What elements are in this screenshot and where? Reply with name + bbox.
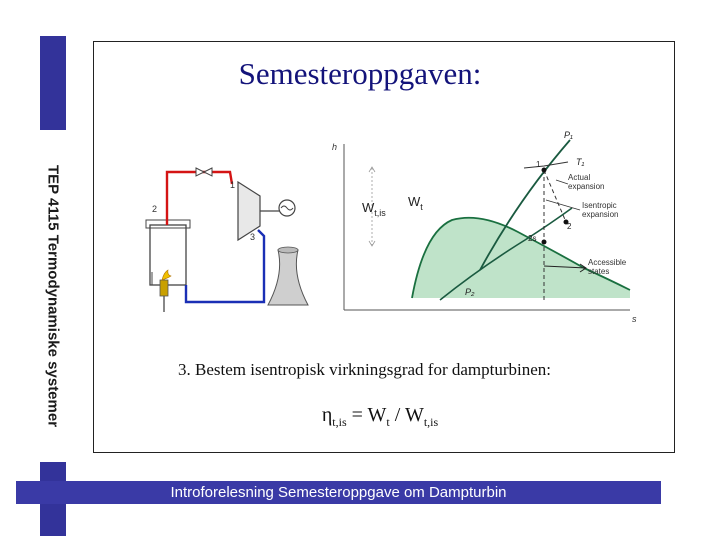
actual-pointer — [555, 179, 569, 185]
actual-expansion-line — [543, 169, 567, 223]
w-tis-arrow-head-up — [368, 166, 376, 173]
work-indicators: Wt,is Wt — [362, 166, 423, 247]
w-tis-arrow-head-down — [368, 240, 376, 247]
state-2s-label: 2s — [528, 234, 536, 243]
accessible-region — [412, 217, 630, 298]
w-tis-label: Wt,is — [362, 200, 386, 218]
axis-x-label: s — [632, 314, 637, 324]
burner — [159, 279, 169, 297]
footer-banner: Introforelesning Semesteroppgave om Damp… — [16, 481, 661, 504]
state-2-label: 2 — [567, 222, 572, 231]
flame — [161, 269, 172, 281]
state-2s — [541, 239, 547, 245]
valve-icon — [195, 167, 213, 177]
steam-turbine-figure: 1 2 3 Wt,is Wt h s 1 2 2s P₁ P₂ T₁ Actua… — [145, 130, 637, 324]
cooling-tower-top — [277, 246, 299, 254]
slide-title: Semesteroppgaven: — [238, 56, 482, 91]
p1-label: P₁ — [564, 130, 573, 140]
isentropic-pointer — [545, 199, 581, 211]
state-1-label: 1 — [536, 160, 541, 169]
plant-schematic: 1 2 3 — [145, 167, 309, 312]
efficiency-formula: ηt,is = Wt / Wt,is — [321, 404, 439, 429]
cooling-tower — [267, 249, 309, 306]
vertical-title: TEP 4115 Termodynamiske systemer — [44, 164, 62, 428]
t1-isotherm — [523, 161, 569, 169]
p1-isobar — [479, 139, 571, 271]
axis-y-label: h — [332, 142, 337, 152]
schematic-label-3: 3 — [250, 232, 255, 242]
accessible-arrow — [543, 263, 587, 273]
sidebar-band — [40, 130, 66, 462]
task-text: 3. Bestem isentropisk virkningsgrad for … — [178, 360, 551, 379]
exhaust-line — [257, 229, 266, 275]
schematic-label-2: 2 — [152, 204, 157, 214]
state-2 — [563, 219, 569, 225]
steam-line — [165, 170, 234, 225]
p2-label: P₂ — [465, 287, 475, 297]
state-1 — [541, 167, 547, 173]
turbine — [237, 180, 261, 242]
content-frame — [93, 41, 675, 453]
w-t-label: Wt — [408, 194, 423, 212]
p2-isobar — [439, 207, 573, 301]
condensate-line — [184, 275, 266, 304]
t1-label: T₁ — [576, 157, 584, 167]
saturation-dome — [411, 216, 631, 299]
schematic-label-1: 1 — [230, 180, 235, 190]
generator-wave-icon — [280, 205, 294, 211]
